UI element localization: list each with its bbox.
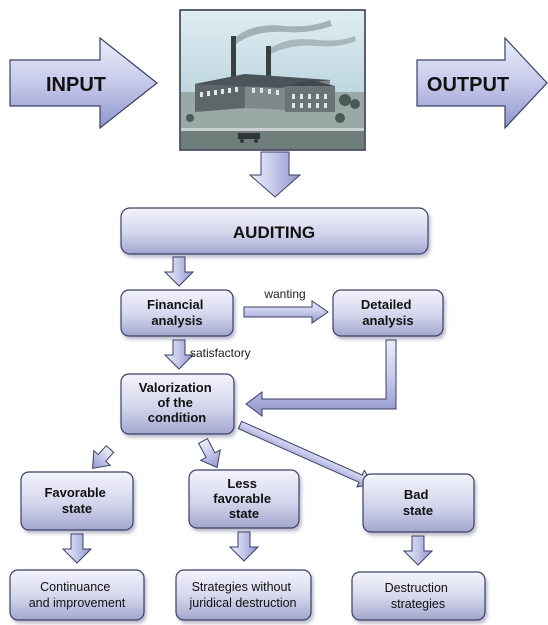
continuance-box: Continuance and improvement xyxy=(9,569,145,621)
arrow-detailed-to-valorization xyxy=(245,339,397,417)
arrow-auditing-to-financial xyxy=(163,256,195,287)
less-favorable-state-box: Less favorable state xyxy=(188,469,300,529)
favorable-state-label: Favorable state xyxy=(44,485,109,516)
strategies-without-label: Strategies without juridical destruction xyxy=(189,580,297,610)
valorization-box: Valorization of the condition xyxy=(120,373,235,435)
arrow-favorable-to-continuance xyxy=(61,533,93,564)
arrow-valorization-to-less-favorable xyxy=(197,437,221,469)
arrow-factory-to-auditing xyxy=(248,151,302,198)
bad-state-label: Bad state xyxy=(403,487,433,518)
satisfactory-label: satisfactory xyxy=(190,346,251,360)
auditing-label: AUDITING xyxy=(233,223,315,242)
destruction-strategies-label: Destruction strategies xyxy=(385,581,452,611)
auditing-box: AUDITING xyxy=(120,207,429,255)
factory-illustration xyxy=(179,9,366,151)
favorable-state-box: Favorable state xyxy=(20,471,134,531)
arrow-less-favorable-to-strategies xyxy=(228,531,260,562)
financial-analysis-label: Financial analysis xyxy=(147,297,207,328)
input-arrow: INPUT xyxy=(9,36,158,130)
wanting-label: wanting xyxy=(263,287,305,301)
arrow-financial-to-valorization xyxy=(163,339,195,370)
arrow-financial-to-detailed xyxy=(243,300,329,324)
arrow-valorization-to-favorable xyxy=(92,444,115,469)
strategies-without-box: Strategies without juridical destruction xyxy=(175,569,312,621)
output-arrow: OUTPUT xyxy=(416,36,548,130)
arrow-bad-to-destruction xyxy=(402,535,434,566)
input-label: INPUT xyxy=(46,74,106,96)
valorization-label: Valorization of the condition xyxy=(139,380,216,425)
output-label: OUTPUT xyxy=(427,74,509,96)
less-favorable-state-label: Less favorable state xyxy=(213,476,274,521)
continuance-label: Continuance and improvement xyxy=(29,580,126,610)
destruction-strategies-box: Destruction strategies xyxy=(351,571,486,621)
financial-analysis-box: Financial analysis xyxy=(120,289,234,337)
detailed-analysis-box: Detailed analysis xyxy=(332,289,444,337)
detailed-analysis-label: Detailed analysis xyxy=(361,297,415,328)
bad-state-box: Bad state xyxy=(362,473,475,533)
